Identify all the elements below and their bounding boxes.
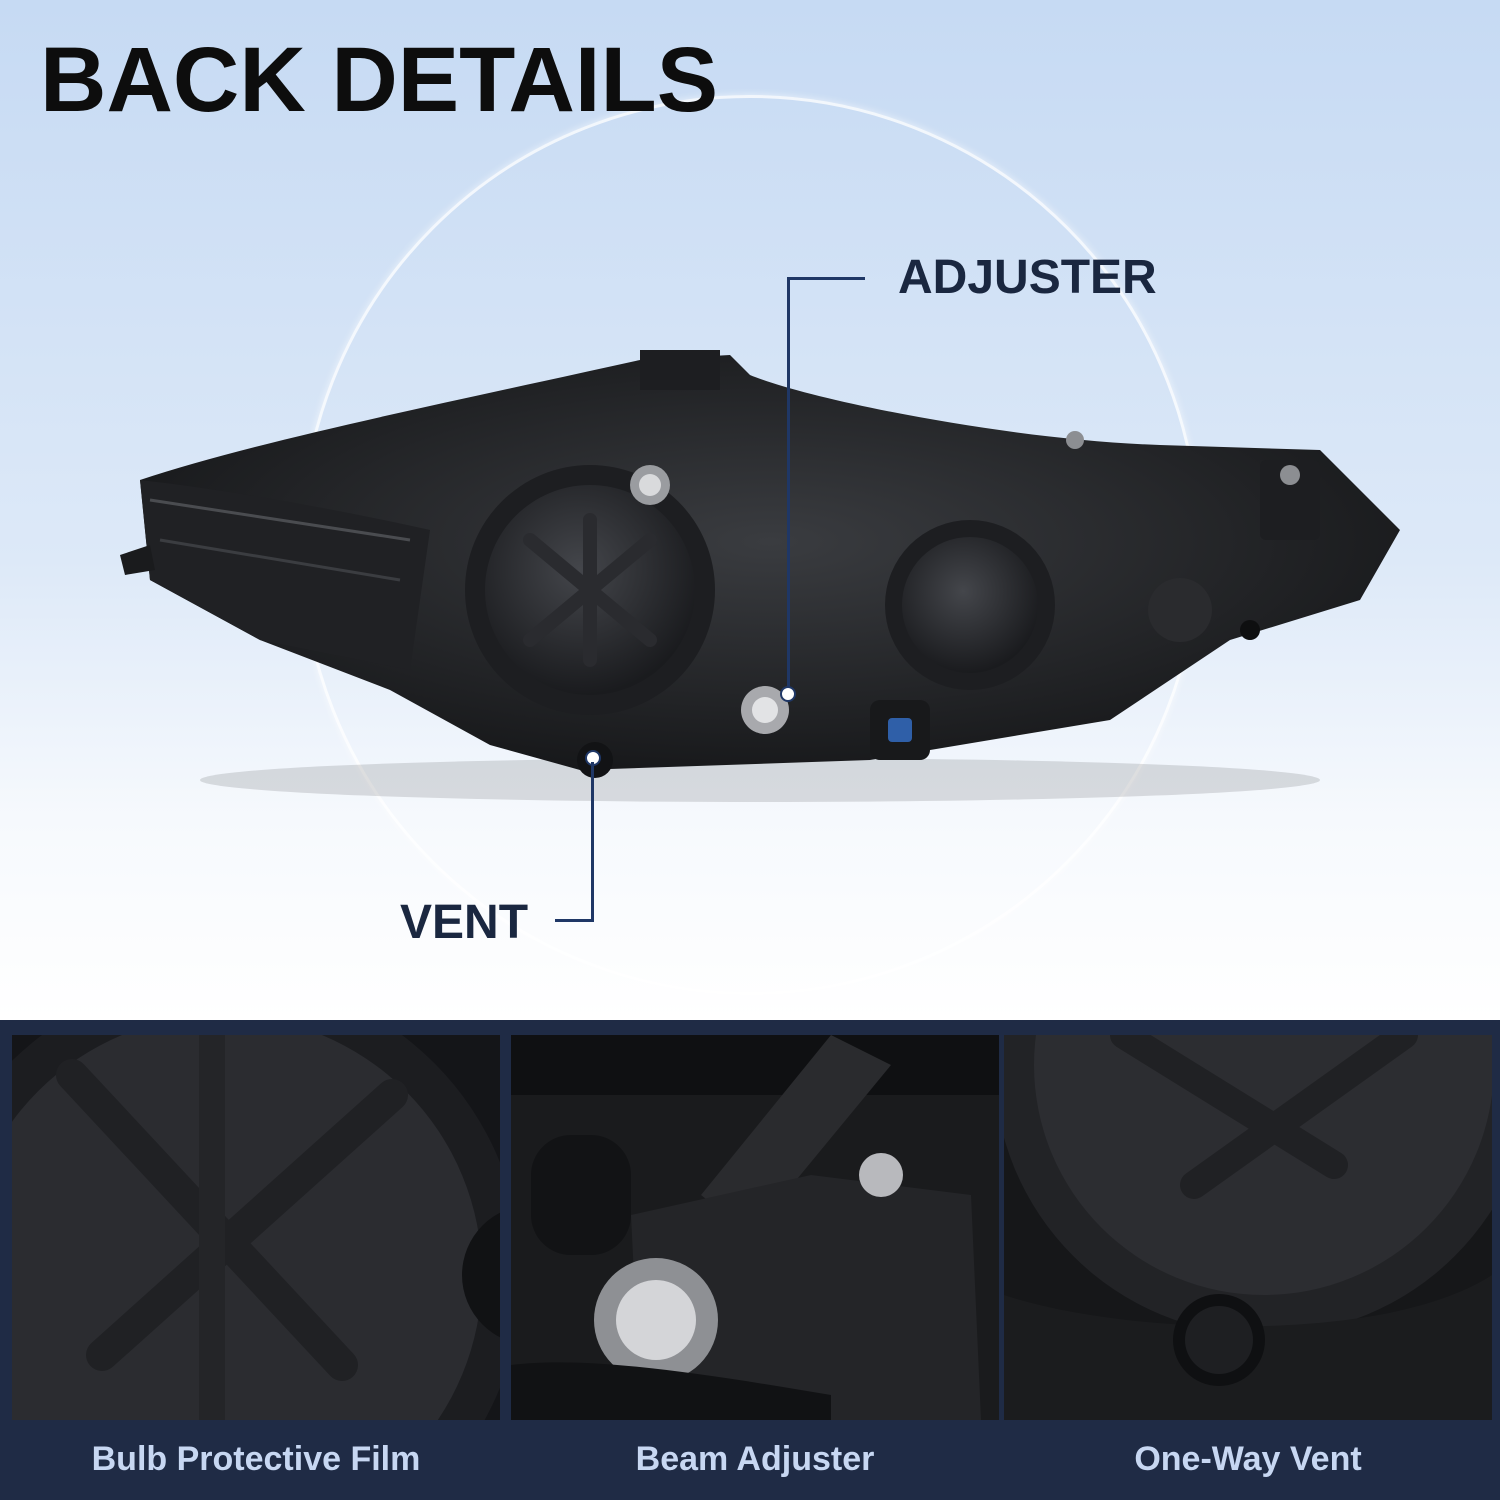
adjuster-leader-line (787, 277, 865, 280)
headlamp-back-image (120, 350, 1400, 802)
beam-adjuster-image (511, 1035, 999, 1420)
detail-caption-bulb-protective-film: Bulb Protective Film (91, 1440, 421, 1478)
hero-section: BACK DETAILS (0, 0, 1500, 1020)
bulb-protective-film-image (12, 1035, 500, 1420)
adjuster-callout-label: ADJUSTER (898, 251, 1157, 304)
detail-caption-beam-adjuster: Beam Adjuster (635, 1440, 875, 1478)
vent-leader-line (555, 919, 594, 922)
vent-leader-line (591, 762, 594, 922)
page-title: BACK DETAILS (40, 29, 719, 131)
detail-caption-one-way-vent: One-Way Vent (1134, 1440, 1362, 1478)
one-way-vent-image (1004, 1035, 1492, 1420)
vent-callout-label: VENT (400, 896, 529, 949)
adjuster-leader-line (787, 277, 790, 694)
adjuster-marker (780, 686, 796, 702)
